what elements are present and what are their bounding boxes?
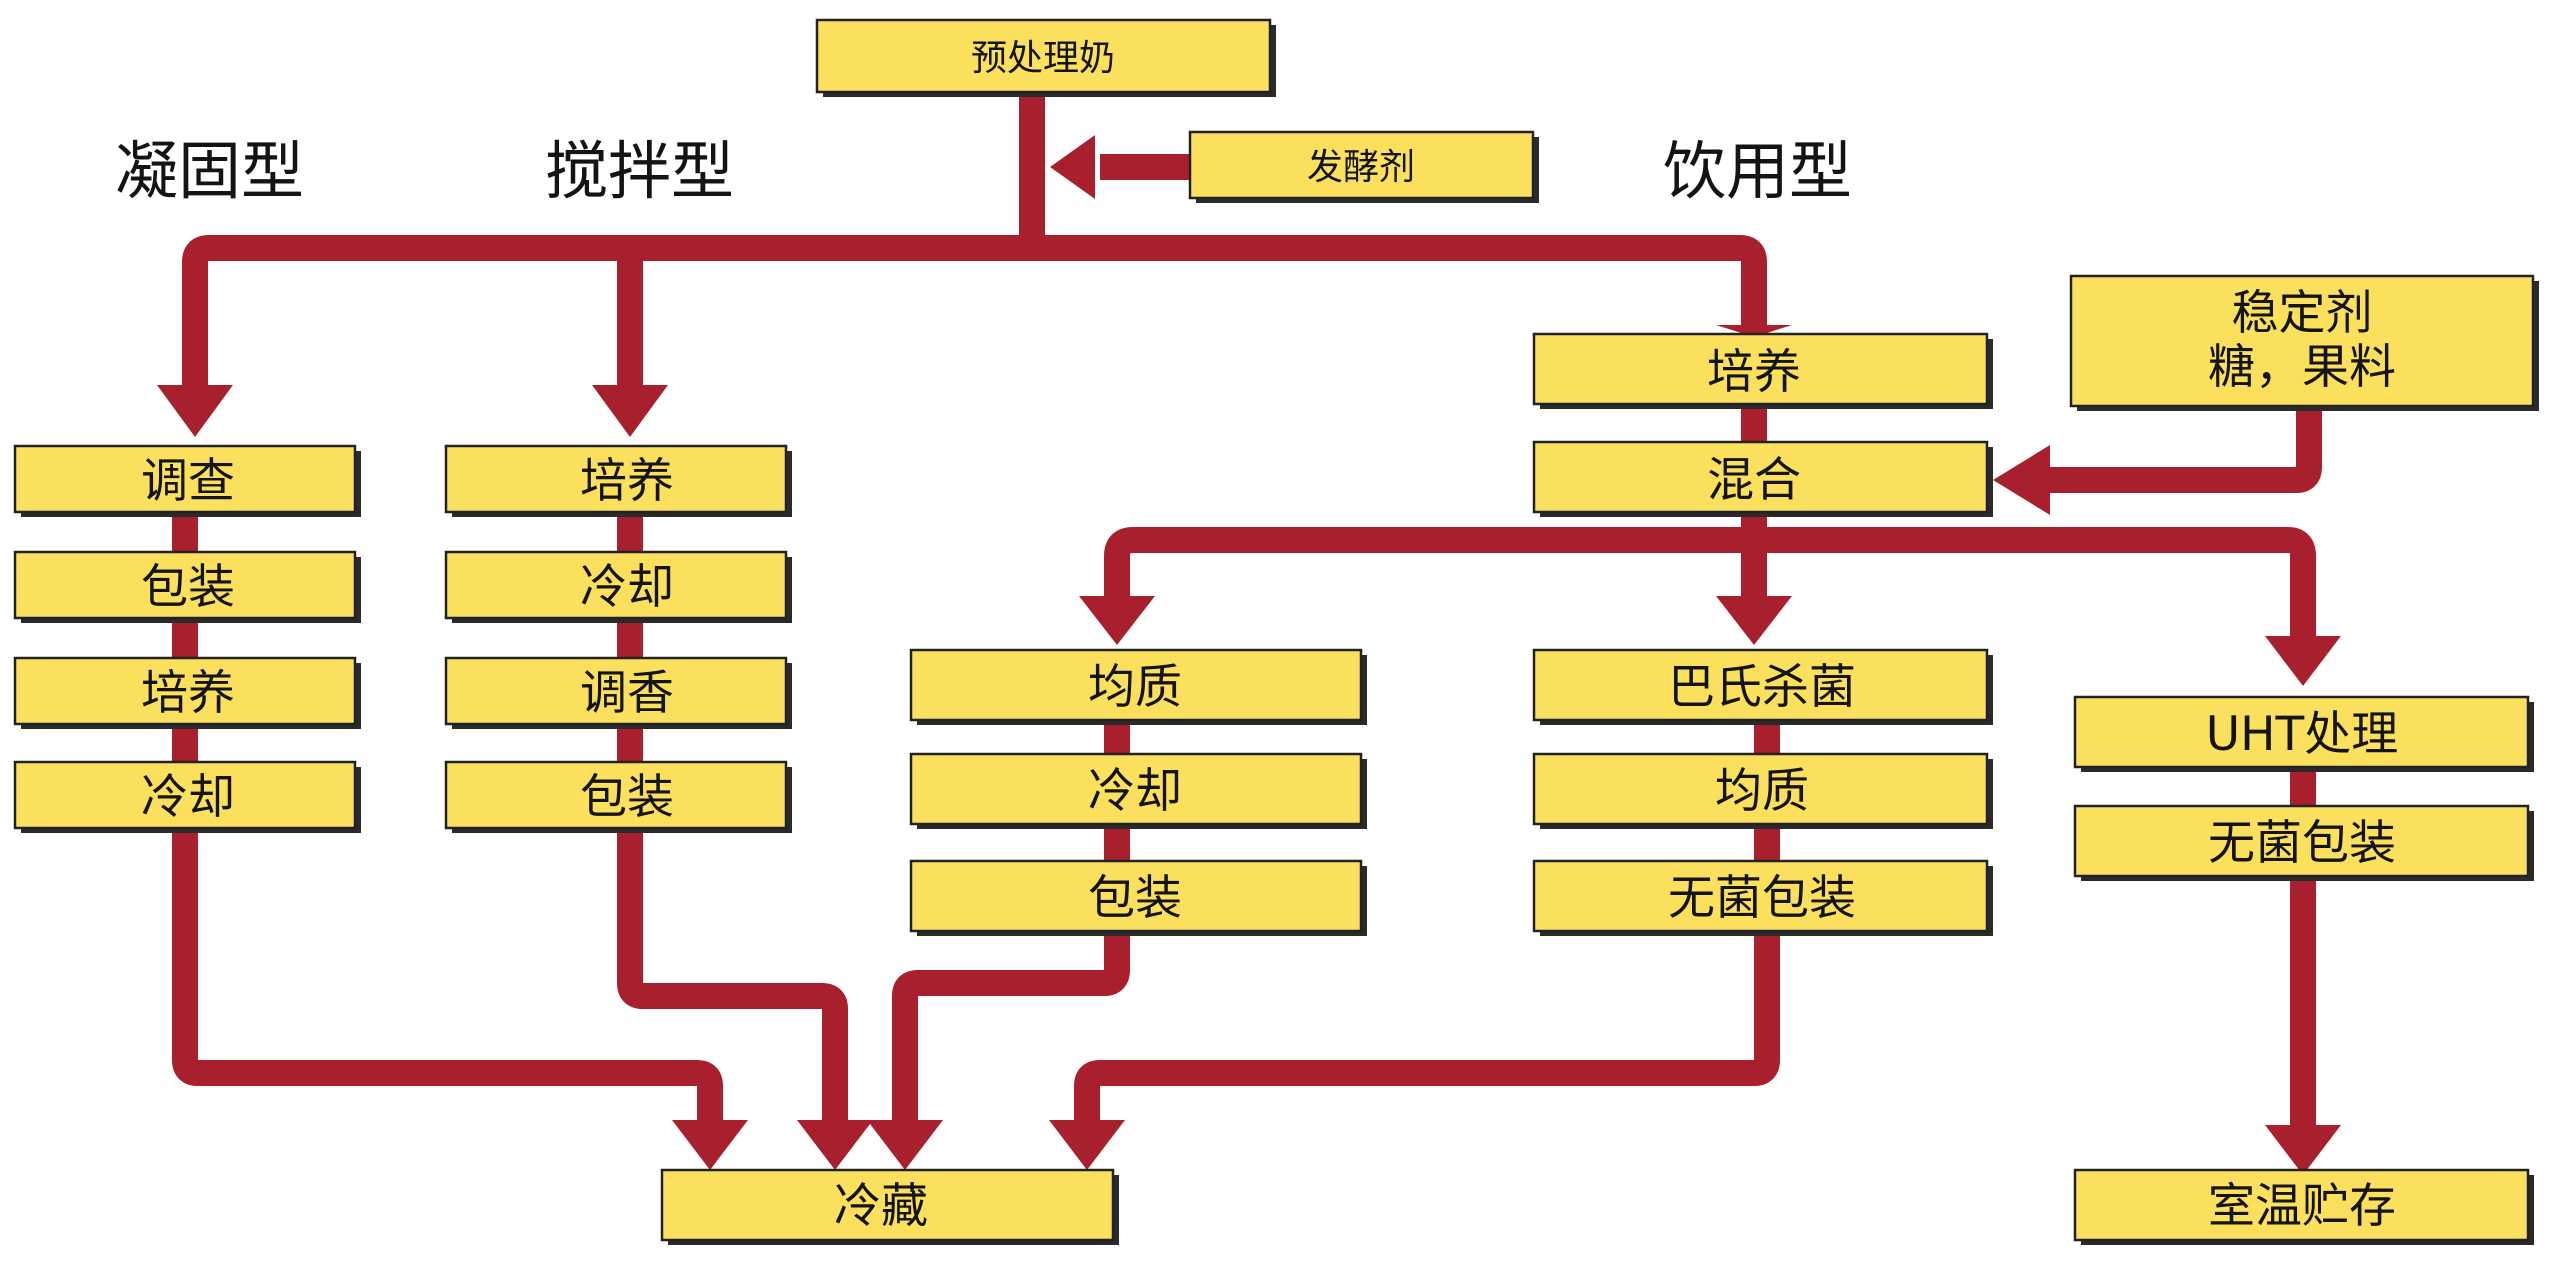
box-drinking-culture: 培养 bbox=[1532, 332, 1993, 409]
flow-lines bbox=[172, 95, 2322, 1130]
heading-drinking-type: 饮用型 bbox=[1663, 135, 1852, 208]
label-pasteurize-step-2: 均质 bbox=[1715, 764, 1809, 819]
label-uht-step-1: UHT处理 bbox=[2206, 707, 2398, 762]
box-stirred-step-2: 冷却 bbox=[444, 550, 792, 623]
label-homogenize-step-1: 均质 bbox=[1088, 660, 1182, 715]
arrowhead-pasteurize-branch bbox=[1716, 596, 1792, 645]
arrowhead-starter bbox=[1050, 135, 1095, 199]
label-stirred-step-1: 培养 bbox=[580, 454, 674, 509]
heading-stirred-type: 搅拌型 bbox=[545, 135, 734, 208]
arrowhead-uht-branch bbox=[2265, 636, 2341, 686]
arrowhead-stirred-type bbox=[592, 385, 668, 437]
box-cold-storage: 冷藏 bbox=[660, 1168, 1119, 1245]
heading-set-type: 凝固型 bbox=[115, 135, 304, 208]
arrowhead-cold-from-set bbox=[672, 1120, 748, 1170]
label-pasteurize-step-3: 无菌包装 bbox=[1668, 871, 1856, 926]
flow-second-split bbox=[1104, 527, 2316, 640]
flow-stirred-column bbox=[617, 485, 848, 1125]
box-ambient-storage: 室温贮存 bbox=[2073, 1168, 2534, 1245]
label-drinking-mixing: 混合 bbox=[1707, 453, 1801, 508]
flow-stabilizer bbox=[2050, 408, 2322, 493]
label-uht-step-2: 无菌包装 bbox=[2208, 816, 2396, 871]
arrowhead-cold-from-pasteurize bbox=[1049, 1120, 1125, 1170]
box-stirred-step-1: 培养 bbox=[444, 444, 792, 517]
label-stirred-step-4: 包装 bbox=[580, 770, 674, 825]
box-pasteurize-step-1: 巴氏杀菌 bbox=[1532, 648, 1993, 725]
label-drinking-culture: 培养 bbox=[1707, 345, 1801, 400]
box-uht-step-1: UHT处理 bbox=[2073, 695, 2534, 772]
label-pretreated-milk: 预处理奶 bbox=[971, 38, 1115, 79]
arrowheads bbox=[157, 135, 2341, 1175]
flow-main-split bbox=[182, 235, 1767, 395]
box-uht-step-2: 无菌包装 bbox=[2073, 804, 2534, 881]
box-homogenize-step-1: 均质 bbox=[909, 648, 1367, 725]
label-pasteurize-step-1: 巴氏杀菌 bbox=[1668, 660, 1856, 715]
headings: 凝固型 搅拌型 饮用型 bbox=[115, 135, 1852, 208]
label-stirred-step-3: 调香 bbox=[580, 666, 674, 721]
label-stabilizer-line1: 稳定剂 bbox=[2232, 286, 2373, 341]
label-stirred-step-2: 冷却 bbox=[580, 560, 674, 615]
box-set-step-1: 调查 bbox=[13, 444, 361, 517]
box-pasteurize-step-2: 均质 bbox=[1532, 752, 1993, 829]
label-ambient-storage: 室温贮存 bbox=[2208, 1179, 2396, 1234]
label-set-step-3: 培养 bbox=[141, 666, 235, 721]
label-homogenize-step-2: 冷却 bbox=[1088, 764, 1182, 819]
box-drinking-mixing: 混合 bbox=[1532, 440, 1993, 517]
box-stabilizer: 稳定剂 糖，果料 bbox=[2069, 274, 2539, 411]
box-homogenize-step-2: 冷却 bbox=[909, 752, 1367, 829]
label-set-step-4: 冷却 bbox=[141, 770, 235, 825]
label-starter: 发酵剂 bbox=[1307, 147, 1415, 188]
flow-homogenize-column bbox=[892, 660, 1130, 1125]
box-set-step-2: 包装 bbox=[13, 550, 361, 623]
label-stabilizer-line2: 糖，果料 bbox=[2208, 340, 2396, 395]
label-set-step-1: 调查 bbox=[141, 454, 235, 509]
box-stirred-step-4: 包装 bbox=[444, 760, 792, 833]
flow-pasteurize-column bbox=[1074, 660, 1780, 1125]
arrowhead-homogenize-branch bbox=[1079, 596, 1155, 645]
label-cold-storage: 冷藏 bbox=[834, 1179, 928, 1234]
box-set-step-3: 培养 bbox=[13, 656, 361, 729]
arrowhead-drinking-type bbox=[1716, 325, 1792, 337]
box-set-step-4: 冷却 bbox=[13, 760, 361, 833]
box-starter: 发酵剂 bbox=[1188, 130, 1539, 203]
box-pasteurize-step-3: 无菌包装 bbox=[1532, 859, 1993, 936]
label-set-step-2: 包装 bbox=[141, 560, 235, 615]
arrowhead-cold-from-stirred bbox=[797, 1120, 873, 1170]
box-homogenize-step-3: 包装 bbox=[909, 859, 1367, 936]
flow-set-column bbox=[172, 485, 723, 1125]
arrowhead-stabilizer bbox=[1993, 445, 2050, 515]
box-pretreated-milk: 预处理奶 bbox=[815, 18, 1276, 97]
box-stirred-step-3: 调香 bbox=[444, 656, 792, 729]
arrowhead-set-type bbox=[157, 385, 233, 437]
arrowhead-cold-from-homogenize bbox=[867, 1120, 943, 1170]
label-homogenize-step-3: 包装 bbox=[1088, 871, 1182, 926]
arrowhead-ambient bbox=[2265, 1125, 2341, 1175]
